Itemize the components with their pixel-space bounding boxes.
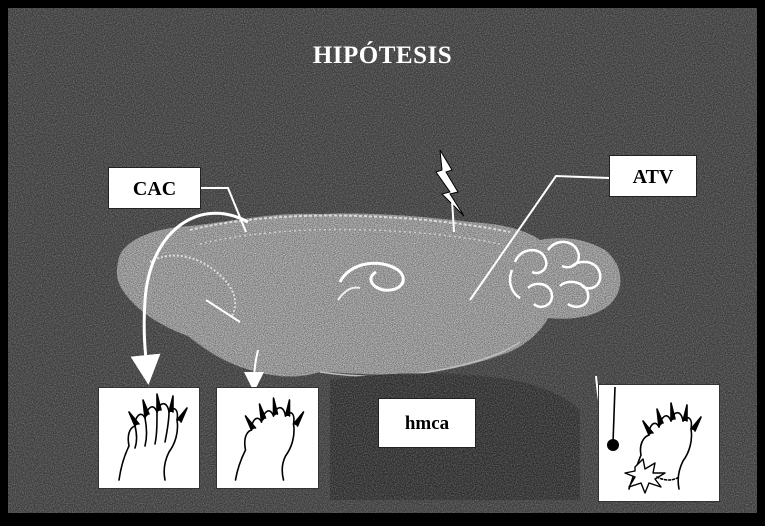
label-hmca: hmca <box>378 398 476 448</box>
paw-panel-1 <box>98 387 200 489</box>
paw-icon <box>99 388 199 488</box>
paw-panel-lesion <box>598 384 720 502</box>
slide-title: HIPÓTESIS <box>0 42 765 70</box>
paw-with-electrode-icon <box>599 385 719 501</box>
label-atv: ATV <box>609 155 697 197</box>
paw-icon <box>217 388 318 488</box>
paw-panel-2 <box>216 387 319 489</box>
label-cac: CAC <box>108 167 201 209</box>
